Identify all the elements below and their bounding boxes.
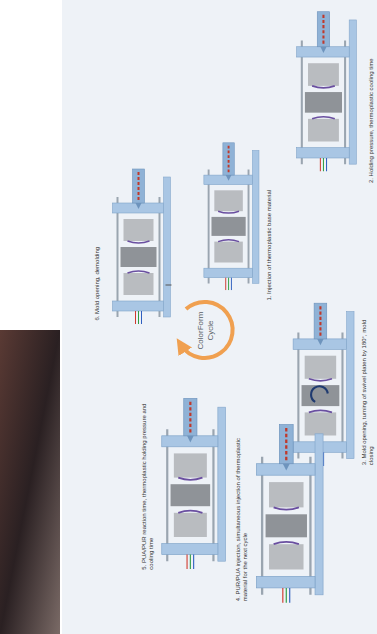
press-step-6 bbox=[113, 169, 172, 324]
cycle-arrow bbox=[181, 302, 233, 358]
cycle-title: ColorForm Cycle bbox=[196, 307, 215, 353]
photo-fragment bbox=[0, 330, 60, 634]
press-step-4 bbox=[256, 425, 323, 603]
press-step-2 bbox=[297, 12, 357, 172]
step-caption: 1. Injection of thermoplastic base mater… bbox=[266, 150, 273, 300]
step-caption: 3. Mold opening, turning of swivel plate… bbox=[361, 305, 375, 465]
press-step-1 bbox=[204, 143, 259, 290]
step-caption: 6. Mold opening, demolding bbox=[94, 170, 101, 320]
step-caption: 2. Holding pressure, thermoplastic cooli… bbox=[367, 8, 374, 183]
diagram-panel bbox=[62, 0, 377, 634]
press-step-3 bbox=[293, 303, 354, 466]
press-step-5 bbox=[162, 398, 226, 569]
step-caption: 4. PUR/PUA injection, simultaneous injec… bbox=[235, 423, 249, 601]
step-caption: 5. PUA/PUR reaction time, thermoplastic … bbox=[141, 395, 155, 570]
